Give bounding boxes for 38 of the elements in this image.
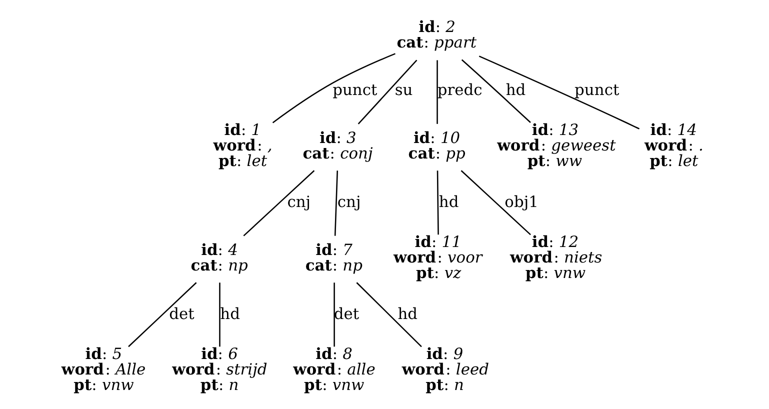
node-text: id: 8 word: alle pt: vnw [293, 345, 376, 394]
node-text: id: 11 word: voor pt: vz [394, 233, 482, 282]
connector [334, 282, 335, 347]
connector [478, 56, 640, 130]
node-text: id: 9 word: leed pt: n [402, 345, 490, 394]
connector [461, 59, 531, 123]
node-text: id: 13 word: geweest pt: ww [497, 121, 616, 170]
edge-label: cnj [287, 193, 311, 212]
connector [436, 60, 438, 124]
node-text: id: 4 cat: np [190, 240, 248, 274]
connector [243, 170, 315, 236]
node-text: id: 10 cat: pp [408, 128, 466, 162]
connector [219, 282, 220, 347]
connector [436, 170, 439, 235]
edge-label: det [169, 305, 194, 324]
edge-label: punct [574, 81, 620, 100]
edge-label: hd [506, 81, 526, 100]
edge-label: hd [438, 193, 459, 212]
node-text: id: 6 word: strijd pt: n [172, 345, 268, 394]
connector [334, 170, 338, 236]
connector [358, 60, 418, 124]
edge-label: cnj [337, 193, 361, 212]
node-text: id: 14 word: . pt: let [644, 121, 704, 170]
connector [356, 282, 422, 348]
connector [460, 170, 531, 236]
edge-label: punct [332, 81, 378, 100]
node-text: id: 7 cat: np [305, 240, 362, 274]
node-text: id: 1 word: , pt: let [213, 121, 272, 170]
edge-label: hd [398, 305, 418, 324]
connector [272, 53, 396, 124]
connector [128, 282, 197, 348]
edge-label: su [394, 81, 413, 100]
node-text: id: 2 cat: ppart [396, 18, 477, 52]
node-text: id: 5 word: Alle pt: vnw [61, 345, 146, 394]
edge-label: hd [220, 305, 240, 324]
node-text: id: 3 cat: conj [302, 128, 373, 162]
edge-label: obj1 [504, 193, 538, 212]
node-text: id: 12 word: niets pt: vnw [510, 233, 602, 282]
